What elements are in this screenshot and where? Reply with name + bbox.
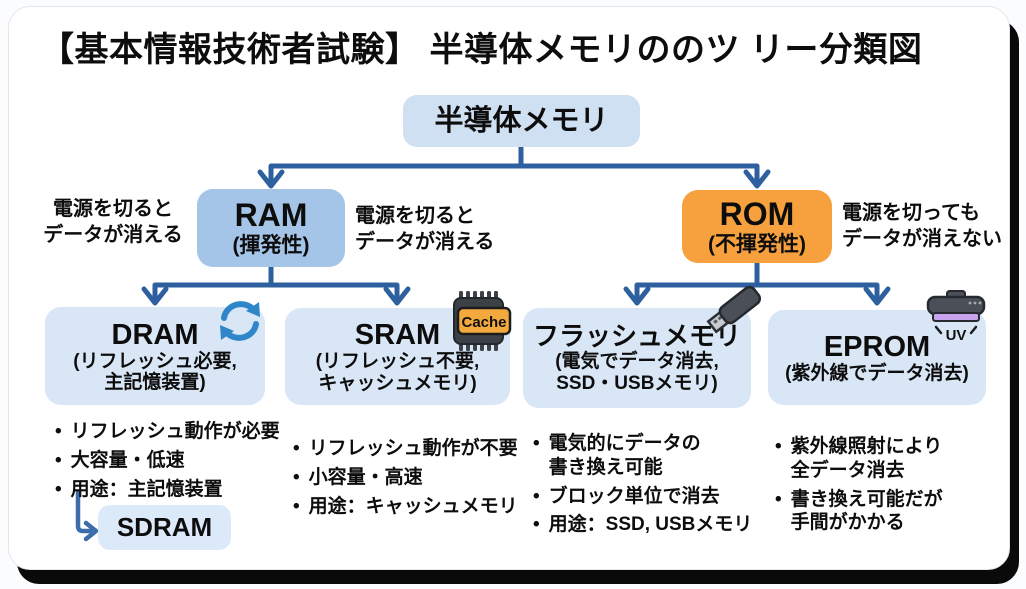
sram-bullet-list: リフレッシュ動作が不要 小容量・高速 用途：キャッシュメモリ [293,437,528,518]
node-sublabel: (揮発性) [232,234,310,258]
node-semiconductor-memory: 半導体メモリ [403,95,640,147]
list-item: 用途：主記憶装置 [55,478,290,502]
node-sublabel: (電気でデータ消去, SSD・USBメモリ) [555,351,719,394]
node-eprom: EPROM (紫外線でデータ消去) [768,310,986,405]
list-item: 紫外線照射により 全データ消去 [775,435,1010,483]
flash-bullet-list: 電気的にデータの 書き換え可能 ブロック単位で消去 用途：SSD, USBメモリ [533,432,773,537]
node-label: SDRAM [116,511,213,542]
node-ram: RAM (揮発性) [197,189,345,267]
refresh-icon [220,301,260,341]
node-rom: ROM (不揮発性) [682,190,832,263]
ram-note-right: 電源を切ると データが消える [355,205,495,253]
uv-lamp-icon: UV [926,290,986,344]
node-label: フラッシュメモリ [532,321,741,352]
node-label: SRAM [354,319,441,351]
ram-note-left: 電源を切ると データが消える [43,198,183,246]
node-label: DRAM [111,318,199,351]
list-item: リフレッシュ動作が不要 [293,437,528,461]
list-item: 用途：SSD, USBメモリ [533,513,773,537]
usb-drive-icon [706,285,762,334]
node-sublabel: (リフレッシュ不要, キャッシュメモリ) [315,351,480,394]
eprom-bullet-list: 紫外線照射により 全データ消去 書き換え可能だが 手間がかかる [775,435,1010,535]
cache-icon-label: Cache [461,314,506,331]
node-label: 半導体メモリ [434,104,609,137]
uv-icon-label: UV [946,327,967,344]
node-label: EPROM [823,330,931,363]
list-item: リフレッシュ動作が必要 [55,420,290,444]
sdram-branch-arrow [75,489,99,542]
node-label: ROM [719,195,795,232]
node-sdram: SDRAM [98,505,231,550]
dram-bullet-list: リフレッシュ動作が必要 大容量・低速 用途：主記憶装置 [55,420,290,501]
node-sublabel: (不揮発性) [708,232,806,256]
node-label: RAM [234,197,308,234]
page-title: 【基本情報技術者試験】 半導体メモリののツ リー分類図 [40,31,923,69]
node-sublabel: (紫外線でデータ消去) [785,363,969,385]
list-item: 用途：キャッシュメモリ [293,495,528,519]
list-item: 小容量・高速 [293,466,528,490]
list-item: 大容量・低速 [55,449,290,473]
list-item: 電気的にデータの 書き換え可能 [533,432,773,480]
list-item: 書き換え可能だが 手間がかかる [775,488,1010,536]
list-item: ブロック単位で消去 [533,485,773,509]
rom-note-right: 電源を切っても データが消えない [842,202,1002,250]
node-sublabel: (リフレッシュ必要, 主記憶装置) [73,350,237,394]
cache-chip-icon: Cache [453,291,512,351]
node-dram: DRAM (リフレッシュ必要, 主記憶装置) [45,307,265,405]
